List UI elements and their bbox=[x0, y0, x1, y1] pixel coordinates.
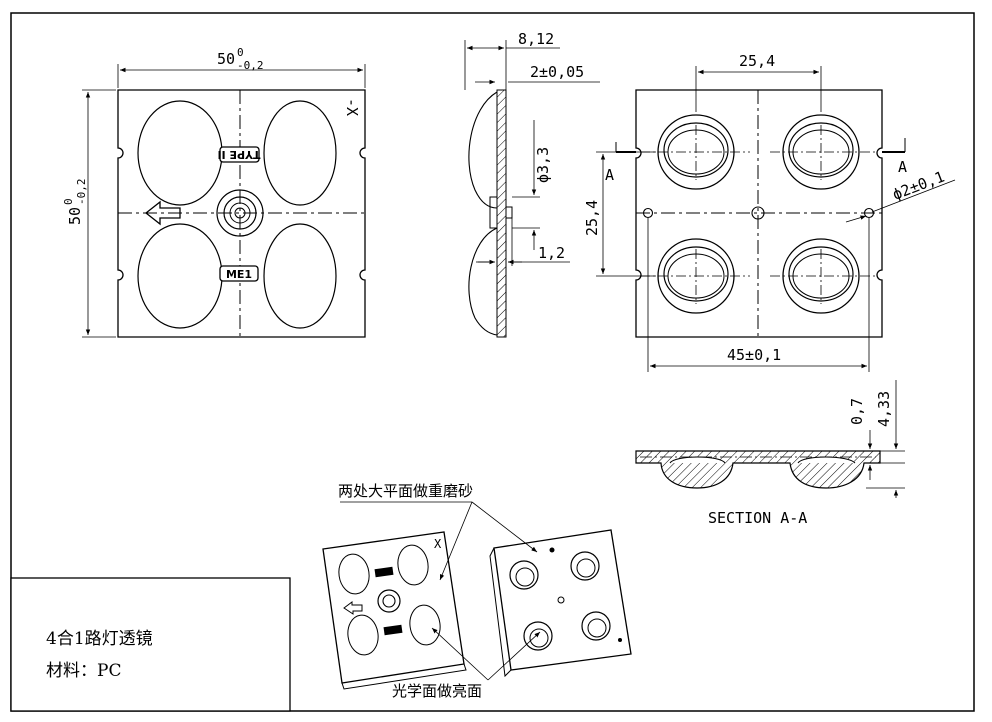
center-mark bbox=[751, 206, 765, 220]
plate-thickness: 2±0,05 bbox=[530, 63, 584, 81]
badge-me-text: ME1 bbox=[226, 268, 252, 281]
section-view-dimensions: 0,7 4,33 SECTION A-A bbox=[708, 380, 905, 527]
center-boss bbox=[216, 189, 264, 237]
matte-note: 两处大平面做重磨砂 bbox=[338, 482, 473, 500]
iso-front: X bbox=[322, 531, 467, 690]
back-view-dimensions: 25,4 25,4 45±0,1 ϕ2±0,1 bbox=[583, 52, 956, 372]
side-lens-top bbox=[468, 91, 498, 209]
pin-height: 1,2 bbox=[538, 244, 565, 262]
width-dim: 50 bbox=[217, 50, 235, 68]
side-pin bbox=[489, 196, 498, 229]
drawing-frame bbox=[10, 12, 975, 712]
front-view-dimensions: 50 0 -0,2 50 0 -0,2 bbox=[62, 46, 366, 338]
pin-dia: ϕ3,3 bbox=[534, 147, 552, 183]
title-block: 4合1路灯透镜 材料：PC bbox=[10, 577, 291, 712]
back-view: A A bbox=[605, 89, 907, 338]
direction-arrow-icon bbox=[144, 200, 181, 226]
lens-cell bbox=[137, 100, 223, 206]
section-caption: SECTION A-A bbox=[708, 509, 807, 527]
callout-matte: 两处大平面做重磨砂 bbox=[338, 482, 538, 581]
badge-type-text: TYPE II bbox=[217, 148, 260, 161]
section-view bbox=[635, 450, 881, 489]
iso-back bbox=[489, 529, 632, 678]
side-plate bbox=[496, 89, 507, 338]
height-tol-lower: -0,2 bbox=[75, 179, 88, 206]
front-view-outline bbox=[117, 89, 366, 338]
hole-pitch-y: 25,4 bbox=[583, 200, 601, 236]
mount-span: 45±0,1 bbox=[727, 346, 781, 364]
front-view: TYPE II ME1 -X bbox=[117, 89, 366, 338]
iso-back-outline bbox=[493, 529, 632, 671]
side-lens-bottom bbox=[468, 227, 498, 336]
material-spec: 材料：PC bbox=[46, 661, 121, 681]
width-tol-lower: -0,2 bbox=[237, 59, 264, 72]
badge-type bbox=[219, 146, 260, 163]
height-dim: 50 bbox=[66, 207, 84, 225]
lens-cell bbox=[137, 223, 223, 329]
iso-arrow-icon bbox=[343, 601, 363, 615]
section-mark-right: A bbox=[898, 158, 907, 176]
hole-pitch-x: 25,4 bbox=[739, 52, 775, 70]
side-view-dimensions: 8,12 2±0,05 ϕ3,3 1,2 bbox=[464, 30, 600, 266]
section-mark-left: A bbox=[605, 166, 614, 184]
section-dim-large: 4,33 bbox=[875, 391, 893, 427]
section-body bbox=[635, 450, 881, 489]
mount-hole bbox=[642, 207, 654, 219]
product-name: 4合1路灯透镜 bbox=[46, 629, 153, 649]
height-tol-upper: 0 bbox=[62, 198, 75, 205]
lens-cell bbox=[263, 100, 337, 206]
thickness-total: 8,12 bbox=[518, 30, 554, 48]
corner-mark: -X bbox=[343, 98, 361, 116]
section-dim-small: 0,7 bbox=[848, 398, 866, 425]
side-view bbox=[468, 89, 513, 338]
back-view-outline bbox=[635, 89, 883, 338]
badge-me bbox=[219, 265, 259, 282]
mount-hole bbox=[863, 207, 875, 219]
lens-cell bbox=[263, 223, 337, 329]
width-tol-upper: 0 bbox=[237, 46, 244, 59]
callout-gloss: 光学面做亮面 bbox=[392, 627, 541, 700]
iso-mark: X bbox=[434, 537, 442, 551]
gloss-note: 光学面做亮面 bbox=[392, 682, 482, 700]
